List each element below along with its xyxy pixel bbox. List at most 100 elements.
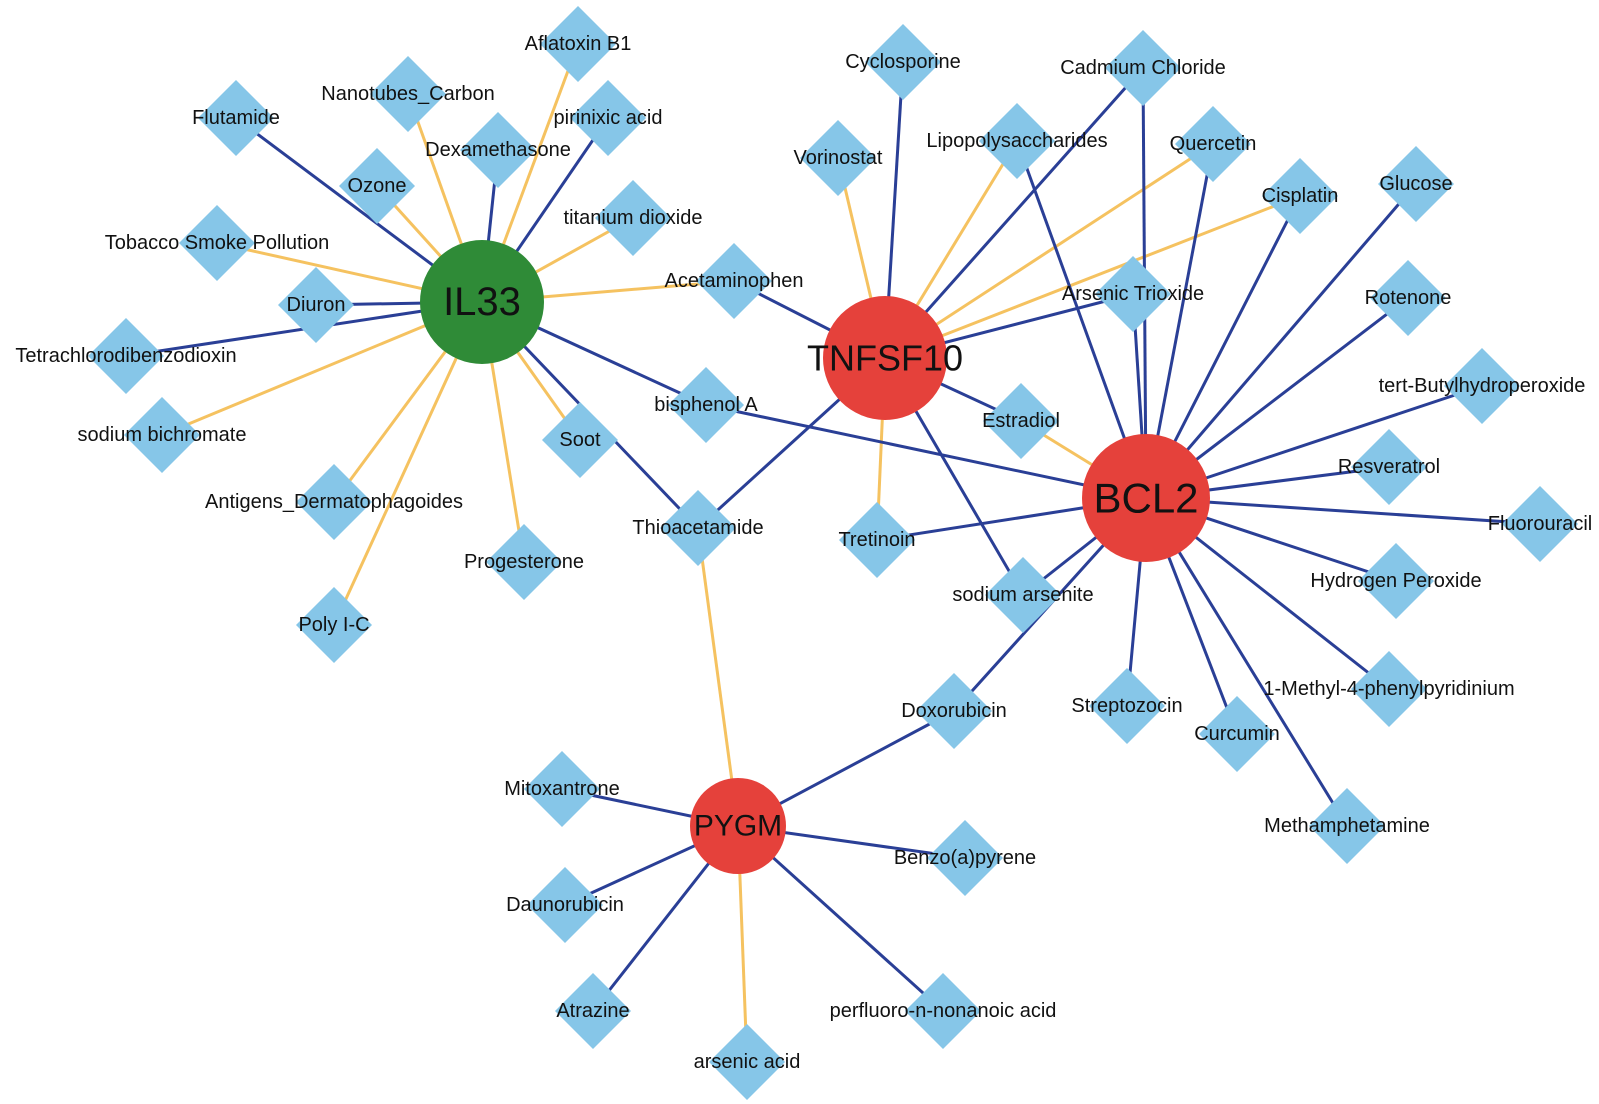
diamond-icon: [460, 112, 536, 188]
chemical-node-ozone[interactable]: [339, 148, 415, 224]
chemical-node-cadmium[interactable]: [1105, 30, 1181, 106]
chemical-node-tobacco[interactable]: [179, 205, 255, 281]
chemical-node-rotenone[interactable]: [1370, 260, 1446, 336]
chemical-node-streptozocin[interactable]: [1089, 668, 1165, 744]
chemical-node-cisplatin[interactable]: [1262, 158, 1338, 234]
chemical-node-curcumin[interactable]: [1199, 696, 1275, 772]
chemical-node-benzopyrene[interactable]: [927, 820, 1003, 896]
diamond-icon: [278, 267, 354, 343]
diamond-icon: [668, 367, 744, 443]
chemical-label-bisphenol: bisphenol A: [654, 394, 758, 416]
chemical-node-diuron[interactable]: [278, 267, 354, 343]
chemical-label-progesterone: Progesterone: [464, 551, 584, 573]
chemical-node-pfna[interactable]: [905, 973, 981, 1049]
diamond-icon: [1351, 429, 1427, 505]
chemical-node-arsenic_acid[interactable]: [709, 1024, 785, 1100]
diamond-icon: [1370, 260, 1446, 336]
chemical-node-soot[interactable]: [542, 402, 618, 478]
chemical-label-polyic: Poly I-C: [298, 614, 369, 636]
chemical-label-soot: Soot: [559, 429, 601, 451]
diamond-icon: [979, 103, 1055, 179]
chemical-label-mpp: 1-Methyl-4-phenylpyridinium: [1263, 678, 1514, 700]
diamond-icon: [1089, 668, 1165, 744]
diamond-icon: [983, 383, 1059, 459]
chemical-node-cyclosporine[interactable]: [865, 24, 941, 100]
chemical-node-polyic[interactable]: [296, 587, 372, 663]
chemical-label-arsenic_acid: arsenic acid: [694, 1051, 801, 1073]
diamond-icon: [1444, 348, 1520, 424]
chemical-node-tretinoin[interactable]: [839, 502, 915, 578]
chemical-node-titanium[interactable]: [595, 180, 671, 256]
chemical-node-mpp[interactable]: [1351, 651, 1427, 727]
chemical-node-resveratrol[interactable]: [1351, 429, 1427, 505]
gene-label-pygm: PYGM: [694, 810, 782, 843]
gene-label-tnfsf10: TNFSF10: [807, 338, 963, 379]
edge-bcl2-methamphetamine: [1144, 497, 1349, 827]
chemical-node-doxorubicin[interactable]: [916, 673, 992, 749]
edge-bcl2-fluorouracil: [1145, 496, 1541, 526]
chemical-node-estradiol[interactable]: [983, 383, 1059, 459]
chemical-node-tbhp[interactable]: [1444, 348, 1520, 424]
chemical-node-h2o2[interactable]: [1358, 543, 1434, 619]
gene-node-tnfsf10[interactable]: TNFSF10: [807, 296, 963, 420]
chemical-label-pfna: perfluoro-n-nonanoic acid: [830, 1000, 1057, 1022]
gene-circle: [690, 778, 786, 874]
chemical-node-vorinostat[interactable]: [800, 120, 876, 196]
diamond-icon: [296, 464, 372, 540]
chemical-label-dexamethasone: Dexamethasone: [425, 139, 571, 161]
chemical-node-antigens[interactable]: [296, 464, 372, 540]
chemical-node-fluorouracil[interactable]: [1502, 486, 1578, 562]
diamond-icon: [540, 6, 616, 82]
chemical-node-progesterone[interactable]: [486, 524, 562, 600]
edge-tnfsf10-cisplatin: [884, 194, 1301, 360]
chemical-node-quercetin[interactable]: [1175, 106, 1251, 182]
chemical-node-bisphenol[interactable]: [668, 367, 744, 443]
chemical-node-bichromate[interactable]: [124, 397, 200, 473]
chemical-node-arsenite[interactable]: [985, 557, 1061, 633]
chemical-node-atrazine[interactable]: [555, 973, 631, 1049]
chemical-node-arsenic_trioxide[interactable]: [1095, 256, 1171, 332]
chemical-label-curcumin: Curcumin: [1194, 723, 1280, 745]
chemical-node-acetaminophen[interactable]: [696, 243, 772, 319]
chemical-node-daunorubicin[interactable]: [527, 867, 603, 943]
chemical-node-aflatoxin[interactable]: [540, 6, 616, 82]
diamond-icon: [1351, 651, 1427, 727]
diamond-icon: [486, 524, 562, 600]
chemical-label-tretinoin: Tretinoin: [838, 529, 915, 551]
chemical-label-mitoxantrone: Mitoxantrone: [504, 778, 620, 800]
chemical-label-acetaminophen: Acetaminophen: [665, 270, 804, 292]
diamond-icon: [1175, 106, 1251, 182]
gene-node-bcl2[interactable]: BCL2: [1082, 434, 1210, 562]
diamond-icon: [179, 205, 255, 281]
gene-node-il33[interactable]: IL33: [420, 240, 544, 364]
chemical-label-pirinixic: pirinixic acid: [554, 107, 663, 129]
edge-bcl2-bisphenol: [705, 403, 1147, 500]
diamond-icon: [709, 1024, 785, 1100]
diamond-icon: [1262, 158, 1338, 234]
chemical-node-lps[interactable]: [979, 103, 1055, 179]
chemical-node-tcdd[interactable]: [88, 318, 164, 394]
chemical-label-lps: Lipopolysaccharides: [926, 130, 1107, 152]
diamond-icon: [839, 502, 915, 578]
diamond-icon: [1199, 696, 1275, 772]
chemical-label-quercetin: Quercetin: [1170, 133, 1257, 155]
chemical-node-pirinixic[interactable]: [570, 80, 646, 156]
chemical-node-mitoxantrone[interactable]: [524, 751, 600, 827]
gene-node-pygm[interactable]: PYGM: [690, 778, 786, 874]
chemical-node-nanotubes[interactable]: [370, 56, 446, 132]
chemical-label-flutamide: Flutamide: [192, 107, 280, 129]
chemical-label-doxorubicin: Doxorubicin: [901, 700, 1007, 722]
gene-circle: [420, 240, 544, 364]
gene-label-bcl2: BCL2: [1093, 475, 1198, 522]
chemical-node-dexamethasone[interactable]: [460, 112, 536, 188]
diamond-icon: [1358, 543, 1434, 619]
chemical-label-antigens: Antigens_Dermatophagoides: [205, 491, 463, 513]
chemical-node-methamphetamine[interactable]: [1309, 788, 1385, 864]
chemical-label-daunorubicin: Daunorubicin: [506, 894, 624, 916]
chemical-node-flutamide[interactable]: [198, 80, 274, 156]
chemical-node-thioacetamide[interactable]: [660, 490, 736, 566]
diamond-icon: [1095, 256, 1171, 332]
chemical-node-glucose[interactable]: [1378, 146, 1454, 222]
chemical-label-diuron: Diuron: [287, 294, 346, 316]
